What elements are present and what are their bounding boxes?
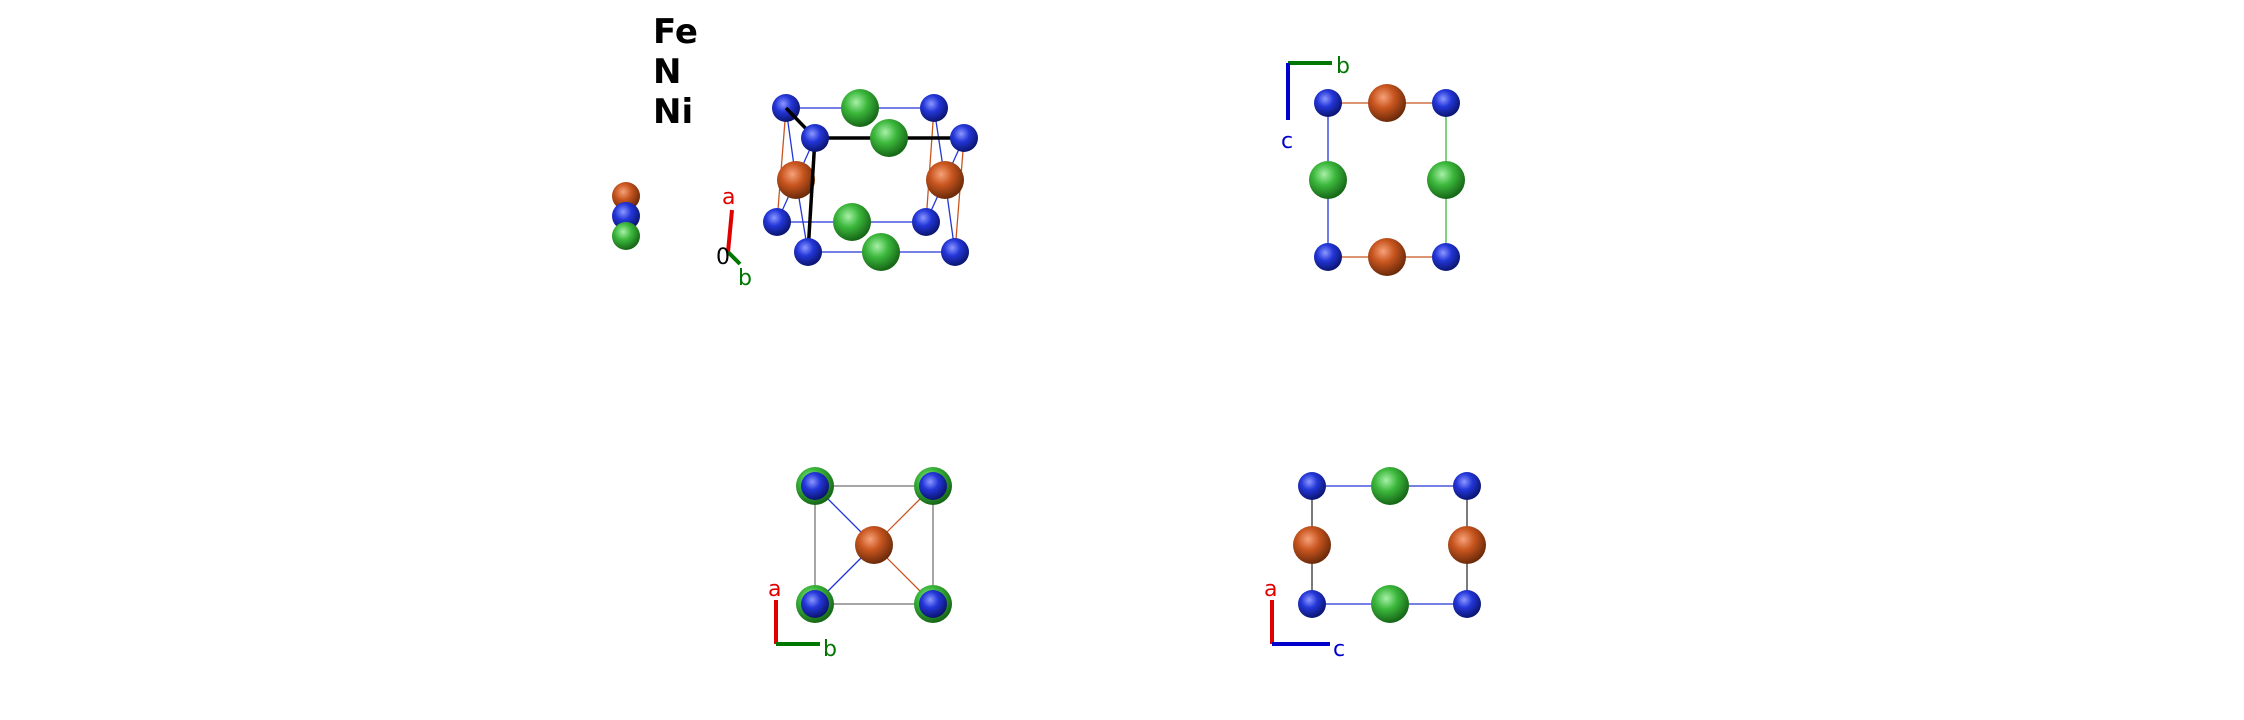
axis-label-a: a xyxy=(722,185,735,210)
atom-fe xyxy=(1368,238,1406,276)
atom-n xyxy=(919,590,947,618)
atom-ni xyxy=(1309,161,1347,199)
atom-n xyxy=(912,208,940,236)
atom-n xyxy=(763,208,791,236)
axis-label-a: a xyxy=(1264,577,1277,602)
axis-label-a: a xyxy=(768,577,781,602)
axis-label-b: b xyxy=(1336,54,1350,79)
atom-ni xyxy=(870,119,908,157)
atom-n xyxy=(1298,472,1326,500)
atom-fe xyxy=(1368,84,1406,122)
ac-projection-view: a c xyxy=(1264,467,1486,662)
atom-n xyxy=(1453,590,1481,618)
atom-n xyxy=(1432,243,1460,271)
legend-ni-label: Ni xyxy=(653,92,693,132)
atom-n xyxy=(801,472,829,500)
axis-label-origin: 0 xyxy=(716,245,730,270)
atom-n xyxy=(941,238,969,266)
atom-ni xyxy=(833,203,871,241)
element-legend: Fe N Ni xyxy=(612,12,698,250)
atom-fe xyxy=(777,161,815,199)
atom-n xyxy=(1453,472,1481,500)
axis-label-b: b xyxy=(823,637,837,662)
atom-n xyxy=(1314,243,1342,271)
atom-ni xyxy=(841,89,879,127)
atom-n xyxy=(920,94,948,122)
perspective-view: a 0 b xyxy=(716,89,978,291)
axis-label-c: c xyxy=(1333,637,1345,662)
atom-n xyxy=(919,472,947,500)
atom-fe xyxy=(1448,526,1486,564)
legend-n-swatch xyxy=(612,202,640,230)
legend-ni-swatch xyxy=(612,222,640,250)
axis-label-c: c xyxy=(1281,129,1293,154)
atom-n xyxy=(950,124,978,152)
axis-triad: a c xyxy=(1264,577,1345,662)
ni-n-stack xyxy=(914,585,952,623)
atom-ni xyxy=(1427,161,1465,199)
legend-fe-swatch xyxy=(612,182,640,210)
axis-label-b: b xyxy=(738,266,752,291)
axis-triad: a b xyxy=(768,577,837,662)
atom-n xyxy=(801,590,829,618)
atom-n xyxy=(1298,590,1326,618)
atom-n xyxy=(1314,89,1342,117)
atom-ni xyxy=(1371,467,1409,505)
atom-n xyxy=(794,238,822,266)
atom-fe xyxy=(926,161,964,199)
ni-n-stack xyxy=(796,467,834,505)
atom-ni xyxy=(862,233,900,271)
ab-projection-view: a b xyxy=(768,467,952,662)
legend-fe-label: Fe xyxy=(653,12,698,52)
bc-projection-view: b c xyxy=(1281,54,1465,276)
atom-fe xyxy=(855,526,893,564)
legend-n-label: N xyxy=(653,52,681,92)
ni-n-stack xyxy=(796,585,834,623)
atom-ni xyxy=(1371,585,1409,623)
atom-fe xyxy=(1293,526,1331,564)
axis-triad: b c xyxy=(1281,54,1350,154)
axis-triad: a 0 b xyxy=(716,185,752,291)
ni-n-stack xyxy=(914,467,952,505)
atom-n xyxy=(801,124,829,152)
atom-n xyxy=(1432,89,1460,117)
